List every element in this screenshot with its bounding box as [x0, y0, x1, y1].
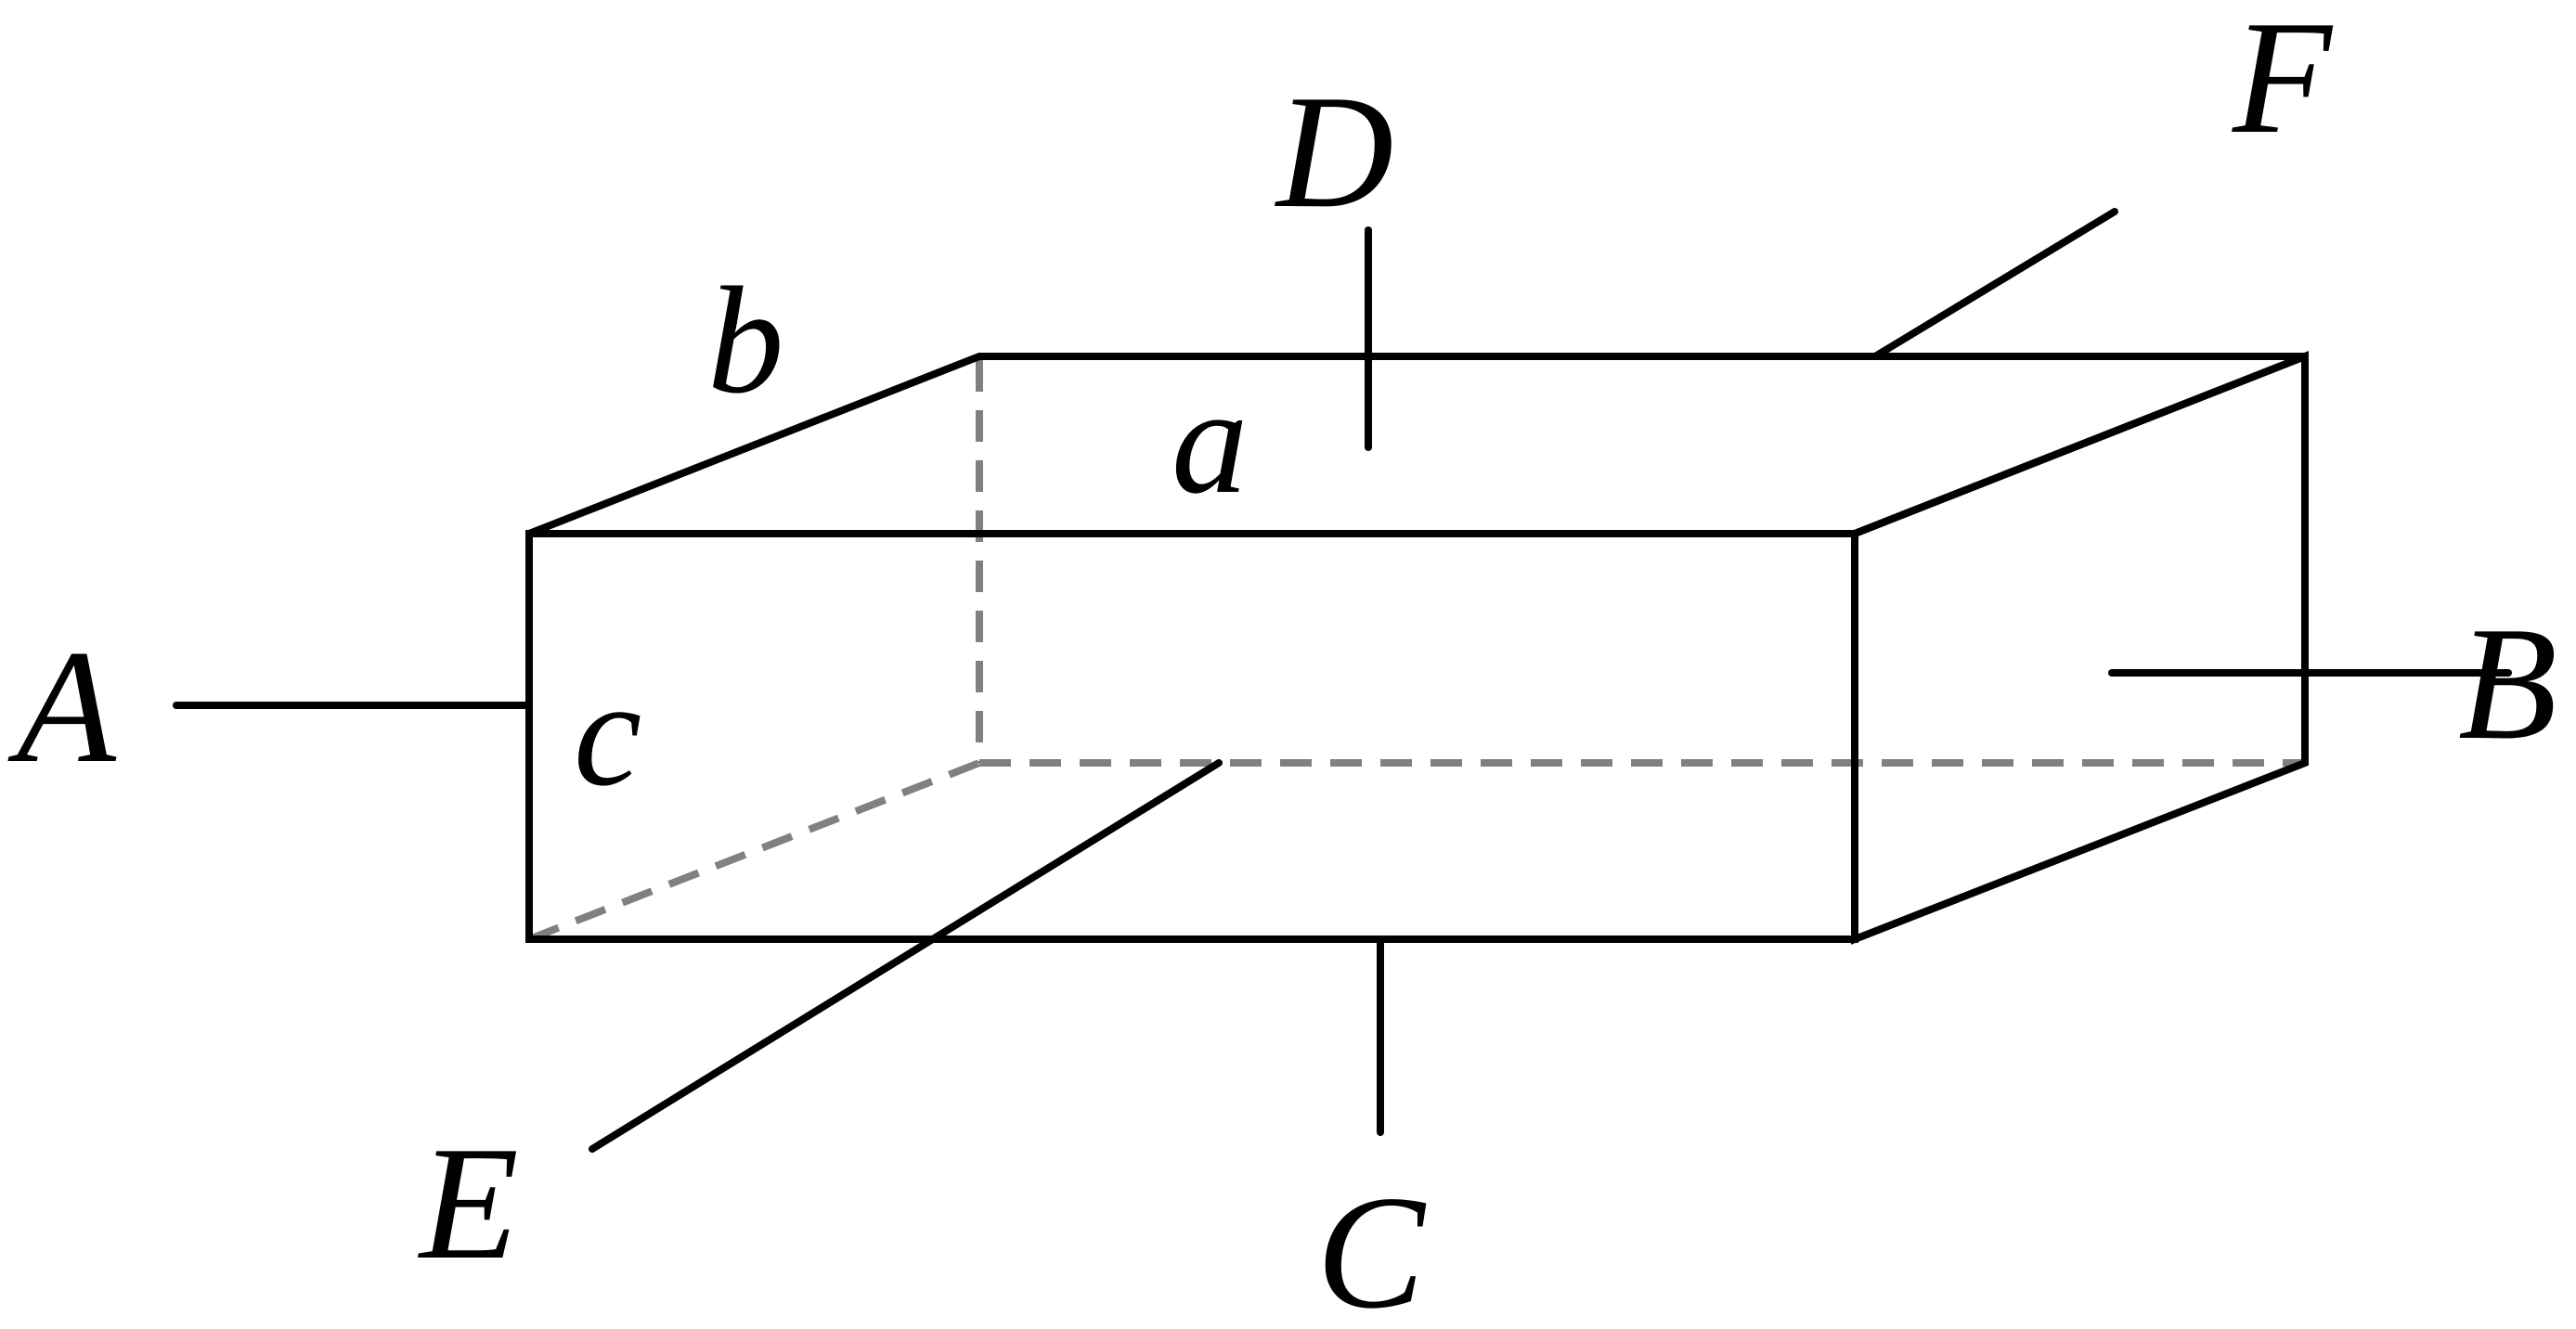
terminal-label-b: B — [2458, 593, 2557, 773]
dimension-label-c: c — [574, 648, 641, 818]
lead-lines — [173, 208, 2512, 1153]
visible-edges — [525, 351, 2309, 945]
dimension-label-b: b — [707, 255, 784, 425]
terminal-label-d: D — [1275, 61, 1393, 241]
front-face — [525, 530, 1858, 943]
dimension-label-a: a — [1171, 355, 1249, 525]
terminal-label-a: A — [7, 616, 117, 796]
right-face — [1851, 351, 2309, 945]
top-face — [527, 353, 2307, 537]
lead-line-f — [1871, 208, 2118, 360]
dimension-labels: b a c — [574, 255, 1249, 818]
hidden-edges — [527, 360, 2305, 943]
lead-line-e — [589, 759, 1223, 1153]
terminal-label-f: F — [2232, 0, 2334, 167]
hidden-edge-left-bottom — [527, 759, 981, 943]
terminal-label-c: C — [1316, 1162, 1427, 1329]
terminal-label-e: E — [417, 1113, 519, 1293]
terminal-labels: A B C D E F — [7, 0, 2557, 1329]
